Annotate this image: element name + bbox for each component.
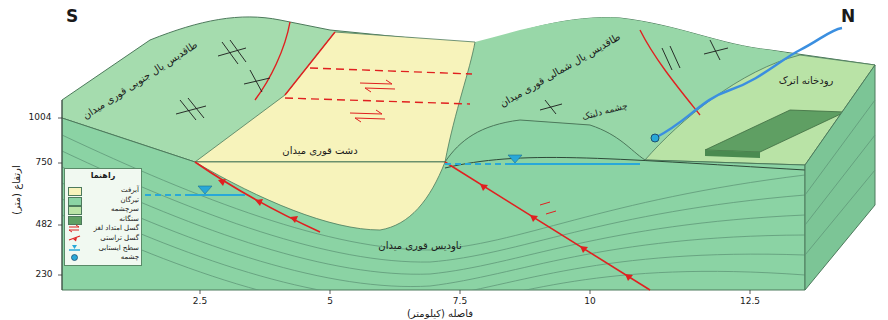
axis-tick: 482 [35,220,52,230]
legend-text: تیرگان [82,196,139,205]
legend-swatch [68,216,82,225]
legend-symbol [68,224,81,233]
direction-letter: S [66,7,78,26]
axis-tick: 750 [35,158,52,168]
axis-title: فاصله (کیلومتر) [407,308,473,319]
legend-text: گسل تراستی [82,234,139,243]
axis-tick: 12.5 [740,297,760,307]
axis-tick: 7.5 [453,297,467,307]
axis-tick: 2.5 [193,297,207,307]
river-name: رودخانه اترک [779,75,834,86]
fractures [176,40,728,120]
legend-swatch [68,206,82,215]
spring-symbol [651,134,659,142]
legend-text: گسل امتداد لغز [82,224,139,233]
surface-faults [255,22,700,122]
legend-text: سنگانه [82,215,139,224]
axis-tick: 1004 [29,113,52,123]
strata-lines [62,135,805,312]
axes [58,100,750,294]
legend-swatch [68,187,82,196]
right-face [805,65,875,290]
right-strata [805,100,875,255]
axis-tick: 5 [327,297,333,307]
water-tables [145,155,640,195]
direction-letter: N [841,7,855,26]
thrust-faults [195,162,650,290]
legend-swatch [68,197,82,206]
legend-text: چشمه [82,253,139,262]
legend-title: راهنما [91,172,116,181]
legend-symbol [68,253,81,262]
atrak-river [655,28,842,138]
legend-symbol [68,234,81,243]
legend-symbol [68,244,81,253]
legend-text: سطح ایستابی [82,244,139,253]
legend-text: سرچشمه [82,205,139,214]
unit-name: دشت قوری میدان [282,145,357,156]
plain-alluvium [195,32,475,162]
axis-tick: 10 [584,297,595,307]
axis-title: ارتفاع (متر) [11,165,22,214]
sangane-side [705,150,760,158]
front-face [62,118,805,290]
axis-tick: 230 [35,270,52,280]
legend-text: آبرفت [82,186,139,195]
unit-name: ناودیس قوری میدان [378,240,461,251]
